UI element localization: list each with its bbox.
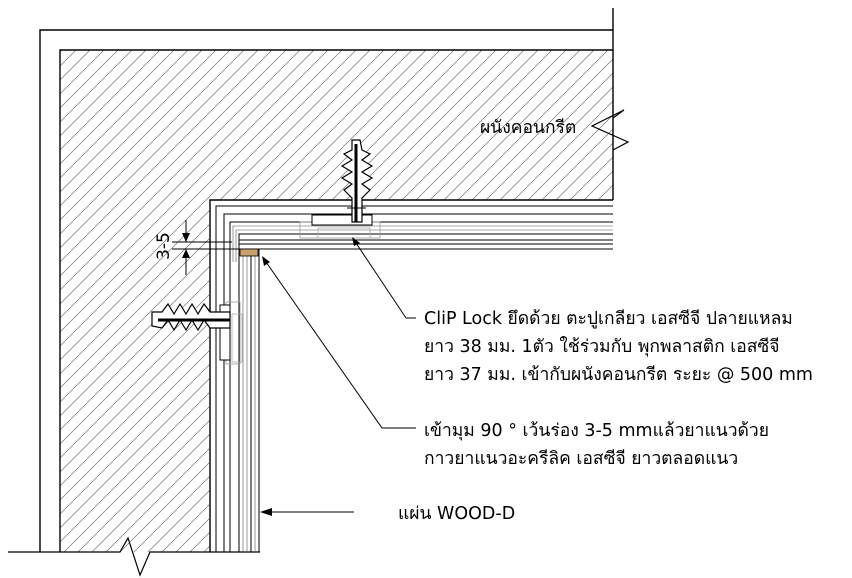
sealant-joint xyxy=(239,248,259,257)
dimension-label: 3-5 xyxy=(154,232,174,260)
break-line-right xyxy=(590,109,630,151)
leader-lines xyxy=(260,237,416,516)
clip-note-line-3: ยาว 37 มม. เข้ากับผนังคอนกรีต ระยะ @ 500… xyxy=(424,365,813,385)
concrete-wall xyxy=(8,8,630,577)
clip-note-line-1: CliP Lock ยึดด้วย ตะปูเกลียว เอสซีจี ปลา… xyxy=(424,309,793,329)
corner-note-line-1: เข้ามุม 90 ° เว้นร่อง 3-5 mmแล้วยาแนวด้ว… xyxy=(424,421,769,441)
side-clip-anchor xyxy=(151,301,243,365)
break-line-bottom xyxy=(8,536,260,577)
corner-note-line-2: กาวยาแนวอะครีลิค เอสซีจี ยาวตลอดแนว xyxy=(424,449,738,469)
top-clip-anchor xyxy=(299,139,381,239)
clip-note-line-2: ยาว 38 มม. 1ตัว ใช้ร่วมกับ พุกพลาสติก เอ… xyxy=(424,336,780,357)
dimension-3-5: 3-5 xyxy=(154,220,240,275)
panel-label: แผ่น WOOD-D xyxy=(398,504,515,524)
wall-label: ผนังคอนกรีต xyxy=(480,118,576,138)
